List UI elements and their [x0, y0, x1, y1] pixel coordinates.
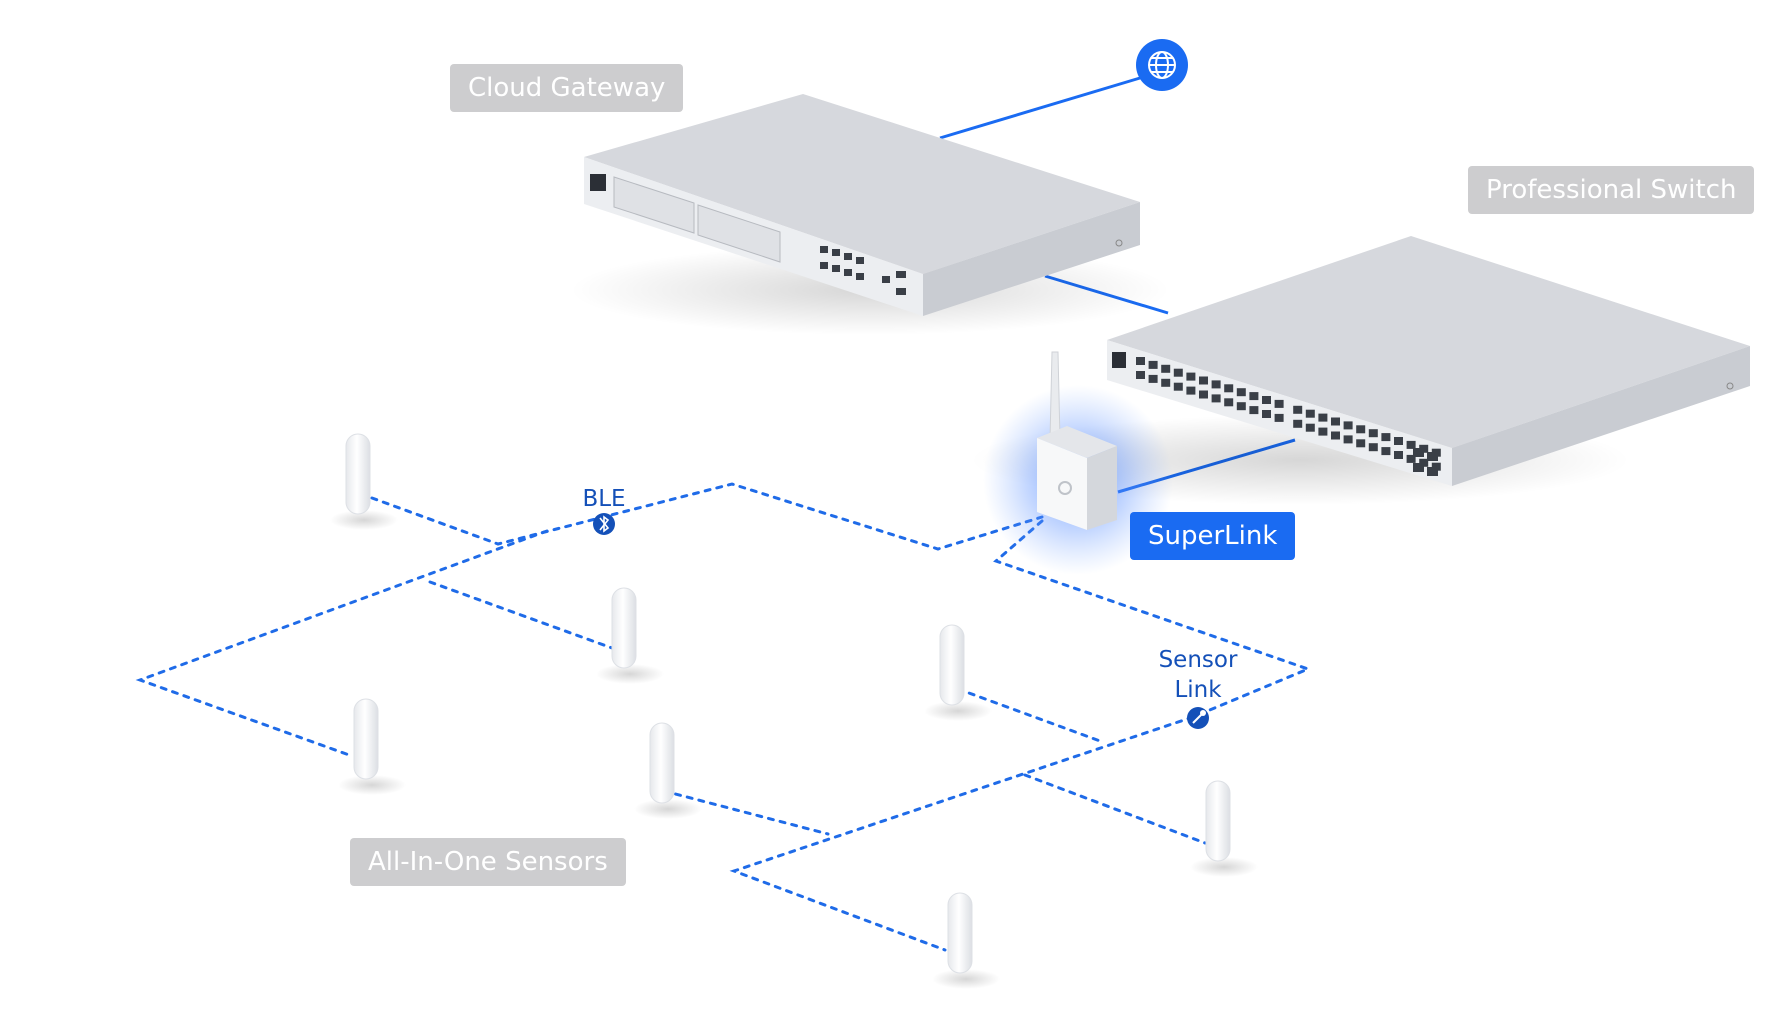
switch-port — [1262, 396, 1271, 404]
internet-uplink — [939, 76, 1141, 140]
sensor-link-branch-a — [956, 687, 1102, 743]
sensors — [330, 433, 1258, 989]
sensor-device — [634, 722, 702, 819]
switch-port — [1161, 378, 1171, 387]
switch-port — [1331, 431, 1340, 440]
switch-port — [1368, 429, 1378, 438]
switch-port — [1236, 388, 1246, 397]
superlink-label: SuperLink — [1130, 512, 1296, 560]
sensor-link-label-line1: Sensor — [1158, 647, 1238, 673]
switch-ports — [1136, 357, 1441, 476]
switch-port — [1343, 421, 1353, 430]
switch-port — [1419, 458, 1429, 467]
switch-port — [1136, 371, 1145, 379]
cloud-gateway-device — [570, 94, 1170, 335]
sensor-device — [330, 433, 398, 530]
sensor-device — [338, 698, 406, 795]
switch-port — [1406, 440, 1416, 449]
sensor-link-branch-b — [662, 789, 830, 836]
switch-port — [1199, 390, 1208, 399]
sensor-link — [729, 519, 1313, 952]
switch-port — [1293, 419, 1303, 428]
ble-link-west — [135, 529, 549, 758]
switch-port — [1368, 443, 1378, 452]
ble-link-branch — [428, 580, 614, 650]
switch-port — [1249, 406, 1259, 415]
switch-port — [1318, 413, 1328, 422]
globe-icon — [1136, 39, 1188, 91]
switch-port — [1249, 392, 1259, 401]
switch-port — [1331, 417, 1340, 426]
sensor-device — [924, 624, 992, 721]
sensor-link-label: Sensor Link — [1148, 645, 1248, 705]
ble-link — [370, 482, 1044, 551]
ble-label: BLE — [582, 486, 626, 512]
switch-port — [1394, 451, 1403, 459]
switch-port — [1211, 394, 1221, 403]
switch-port — [1356, 425, 1366, 434]
switch-port — [1173, 382, 1183, 391]
switch-port — [1186, 386, 1196, 395]
sensor-device — [932, 892, 1000, 989]
switch-port — [1381, 433, 1391, 442]
switch-sfp-port — [1427, 452, 1438, 461]
switch-port — [1318, 427, 1328, 436]
switch-port — [1148, 374, 1158, 383]
sensors-label: All-In-One Sensors — [350, 838, 626, 886]
switch-port — [1199, 376, 1208, 385]
switch-port — [1262, 410, 1271, 418]
superlink-device — [983, 351, 1173, 575]
switch-sfp-port — [1427, 467, 1438, 476]
switch-port — [1236, 402, 1246, 411]
switch-port — [1224, 384, 1234, 393]
switch-port — [1293, 405, 1303, 414]
cloud-gateway-label: Cloud Gateway — [450, 64, 684, 112]
switch-port — [1161, 364, 1171, 373]
sensor-device — [596, 587, 664, 684]
switch-port — [1186, 372, 1196, 381]
switch-sfp-port — [1413, 448, 1424, 457]
switch-port — [1305, 423, 1315, 432]
switch-port — [1274, 413, 1284, 422]
switch-port — [1356, 439, 1366, 448]
sensor-link-branch-c — [1023, 773, 1207, 845]
switch-port — [1431, 462, 1441, 471]
switch-port — [1274, 399, 1284, 408]
sensor-device — [1190, 780, 1258, 877]
switch-port — [1136, 357, 1145, 365]
switch-port — [1211, 380, 1221, 389]
switch-port — [1224, 398, 1234, 407]
link-icon — [1187, 707, 1209, 729]
switch-sfp-port — [1413, 463, 1424, 472]
switch-port — [1305, 409, 1315, 418]
switch-port — [1343, 435, 1353, 444]
switch-port — [1394, 437, 1403, 445]
switch-port — [1381, 447, 1391, 456]
wireless-links — [135, 482, 1313, 952]
switch-port — [1173, 368, 1183, 377]
professional-switch-label: Professional Switch — [1468, 166, 1755, 214]
switch-port — [1406, 454, 1416, 463]
sensor-link-label-line2: Link — [1174, 677, 1222, 703]
bluetooth-icon — [593, 513, 615, 535]
switch-port — [1148, 360, 1158, 369]
